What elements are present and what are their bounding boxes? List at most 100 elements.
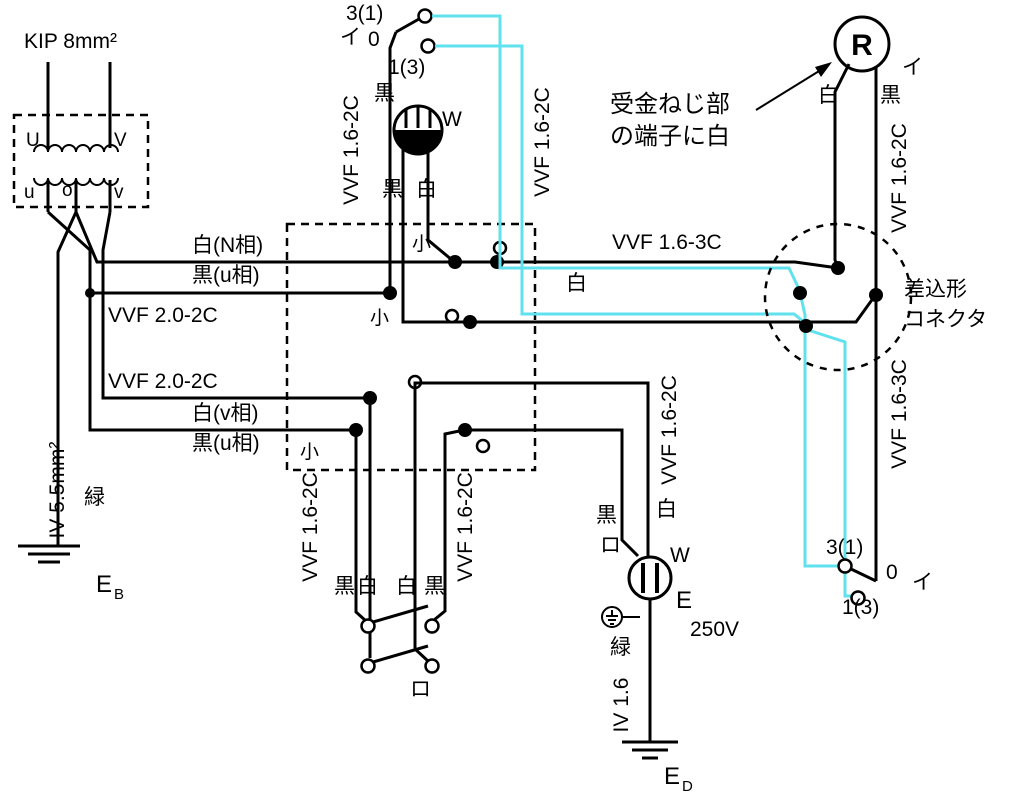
label-outlet-rating: 250V — [690, 618, 739, 641]
label-eb-sub: B — [114, 586, 124, 603]
connector-circle-outline — [763, 222, 913, 372]
wire-earth-green — [56, 211, 78, 546]
switch-top-label-3: 3(1) — [346, 2, 383, 25]
label-sleeve-2: 小 — [370, 307, 389, 329]
dp-terminal-1 — [360, 618, 376, 634]
terminal-V: V — [114, 130, 127, 151]
label-black-u-top: 黒(u相) — [192, 264, 260, 287]
secondary-winding — [33, 177, 119, 186]
outlet-slots — [641, 563, 659, 593]
label-white-n: 白(N相) — [192, 234, 263, 257]
note-arrow-head — [815, 62, 832, 77]
label-green-d: 緑 — [610, 636, 631, 659]
wire-dp-black-in — [354, 430, 368, 623]
ceiling-light-slots — [404, 107, 432, 128]
junction-box-outline — [285, 222, 537, 472]
connector-label-line1: 差込形 — [904, 278, 967, 301]
connector-joint-2 — [831, 261, 845, 275]
label-vvf20-bottom: VVF 2.0-2C — [108, 370, 218, 393]
label-r-black: 黒 — [880, 84, 901, 107]
label-vvf-ceiling-right: VVF 1.6-2C — [531, 87, 554, 197]
dp-switch-name: ロ — [410, 678, 431, 701]
connector-joint-4 — [869, 288, 883, 302]
outlet-symbol — [627, 555, 673, 601]
label-vvf-receptacle: VVF 1.6-2C — [888, 123, 911, 233]
dp-terminal-4 — [424, 658, 440, 674]
transformer-outline — [12, 113, 150, 209]
kip-label: KIP 8mm² — [24, 30, 117, 53]
receptacle-symbol — [833, 15, 891, 73]
transformer-primary-leads — [46, 122, 112, 148]
label-vvf-dp-right: VVF 1.6-2C — [454, 472, 477, 582]
wire-white-n-phase — [74, 211, 839, 270]
wire-dp-black-out — [433, 428, 640, 622]
joint-source-black — [383, 286, 397, 300]
label-vvf-ceiling-left: VVF 1.6-2C — [340, 95, 363, 205]
receptacle-letter: R — [851, 29, 873, 62]
junction-dot-u-branch — [85, 288, 95, 298]
wire-black-u-phase — [46, 210, 356, 432]
label-vvf-outlet: VVF 1.6-2C — [658, 375, 681, 485]
label-outlet-e: E — [676, 587, 692, 614]
switch-top-terminal-3 — [417, 8, 433, 24]
label-outlet-circuit: ロ — [600, 534, 621, 557]
receptacle-note-line1: 受金ねじ部 — [610, 91, 730, 118]
ground-b-symbol — [18, 544, 80, 564]
terminal-u: u — [24, 182, 35, 203]
switch-top-label-1: 1(3) — [388, 56, 425, 79]
dp-terminal-3 — [360, 658, 376, 674]
traveler-wire-2b — [807, 328, 851, 598]
traveler-wire-1b — [799, 296, 837, 568]
note-arrow-line — [755, 67, 825, 111]
terminal-v: v — [114, 182, 124, 203]
switch-top-label-0: 0 — [368, 28, 380, 51]
label-vvf163-top: VVF 1.6-3C — [612, 231, 722, 254]
label-vvf20-top: VVF 2.0-2C — [108, 304, 218, 327]
traveler-wire-2 — [435, 44, 805, 324]
receptacle-name: イ — [902, 56, 923, 79]
switch-right-name: イ — [912, 571, 933, 594]
wire-ceiling-black — [401, 149, 876, 324]
label-eb: E — [96, 571, 112, 598]
kip-wires — [46, 62, 112, 122]
label-ceiling-black: 黒 — [382, 178, 403, 201]
label-vvf163-right: VVF 1.6-3C — [888, 359, 911, 469]
ground-terminal-symbol — [601, 606, 623, 628]
wire-ceiling-white — [426, 152, 453, 262]
switch-right-lever — [850, 567, 877, 583]
switch-top-lever — [395, 17, 420, 34]
dp-switch-levers — [372, 604, 429, 664]
connector-label-line2: コネクタ — [904, 308, 987, 331]
connector-ring-4 — [475, 438, 491, 454]
label-green-b: 緑 — [84, 486, 105, 509]
label-sleeve-1: 小 — [412, 233, 431, 255]
label-ceiling-feed-black: 黒 — [374, 82, 395, 105]
label-dp-w2: 白 — [357, 575, 378, 598]
traveler-wire-1 — [432, 14, 801, 290]
ceiling-light-fill — [394, 130, 442, 154]
switch-right-label-1: 1(3) — [842, 596, 879, 619]
connector-joint-3 — [799, 319, 813, 333]
wire-white-v-phase — [101, 211, 370, 400]
joint-switched-black — [463, 315, 477, 329]
switch-right-label-3: 3(1) — [826, 536, 863, 559]
label-iv55: IV 5.5mm² — [46, 442, 69, 539]
label-ceiling-w: W — [442, 108, 462, 131]
primary-winding — [33, 144, 119, 153]
label-link-white: 白 — [566, 272, 587, 295]
label-black-u-bottom: 黒(u相) — [192, 432, 260, 455]
label-dp-w4: 黒 — [424, 575, 445, 598]
label-iv16: IV 1.6 — [610, 678, 633, 733]
ground-terminal-marks — [606, 610, 618, 625]
label-white-v: 白(v相) — [192, 402, 259, 425]
terminal-U: U — [26, 130, 40, 151]
dp-terminal-2 — [424, 618, 440, 634]
terminal-o: o — [62, 180, 73, 201]
transformer-secondary-leads — [46, 180, 112, 212]
label-dp-w1: 黒 — [334, 575, 355, 598]
wire-switch-top-common — [388, 31, 398, 293]
label-vvf-dp-left: VVF 1.6-2C — [299, 472, 322, 582]
connector-ring-2 — [444, 308, 460, 324]
switch-top-terminal-1 — [420, 38, 436, 54]
